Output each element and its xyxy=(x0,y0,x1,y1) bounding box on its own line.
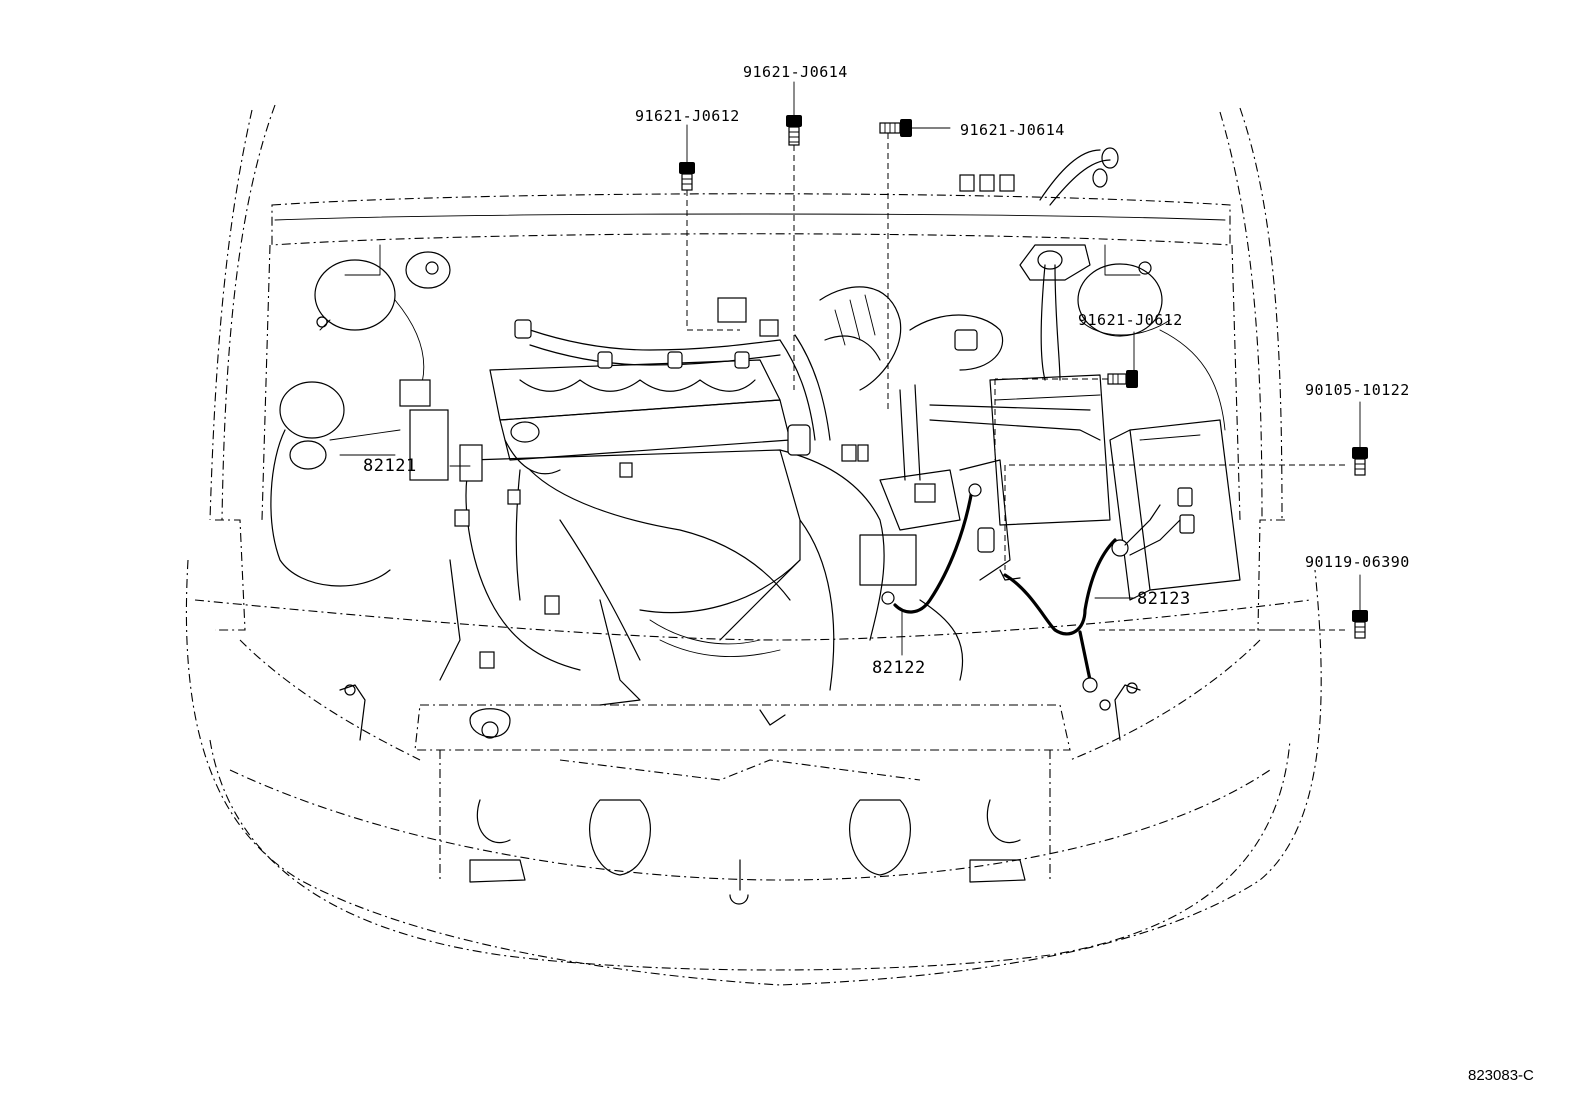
firewall-grommet xyxy=(959,147,1119,381)
radiator-support xyxy=(339,682,1141,905)
bolt-90119-06390 xyxy=(1095,574,1368,639)
figure-code: 823083-C xyxy=(1468,1067,1534,1084)
label-wire-left: 82121 xyxy=(363,456,417,476)
label-bolt-battery-upper: 90105-10122 xyxy=(1305,381,1410,399)
ground-wire-82122 xyxy=(881,483,995,614)
bolt-91621-J0614-top xyxy=(786,81,802,390)
cowl-panel xyxy=(261,193,1241,521)
bolt-91621-J0612-right xyxy=(994,331,1138,460)
battery xyxy=(1109,419,1241,601)
wire-leaders xyxy=(449,465,1136,656)
label-bolt-top-left: 91621-J0612 xyxy=(635,107,740,125)
left-strut-tower xyxy=(314,251,451,391)
part-labels: 91621-J0614 91621-J0612 91621-J0614 9162… xyxy=(363,63,1534,1084)
bolt-91621-J0612-top xyxy=(679,124,740,331)
right-strut-tower xyxy=(1077,261,1226,431)
bolt-90105-10122 xyxy=(1004,401,1368,570)
reservoir-left xyxy=(270,381,401,587)
engine-wire-harness xyxy=(399,297,1101,671)
label-bolt-top-right: 91621-J0614 xyxy=(960,121,1065,139)
label-bolt-top-center: 91621-J0614 xyxy=(743,63,848,81)
label-wire-right: 82123 xyxy=(1137,589,1191,609)
intake-hose xyxy=(779,286,1004,691)
label-bolt-battery-lower: 90119-06390 xyxy=(1305,553,1410,571)
ground-wire-82123 xyxy=(999,504,1181,693)
label-bolt-right-fender: 91621-J0612 xyxy=(1078,311,1183,329)
body-outline xyxy=(185,104,1322,986)
relay-box xyxy=(989,374,1111,526)
bolt-91621-J0614-side xyxy=(879,119,951,410)
label-wire-center: 82122 xyxy=(872,658,926,678)
